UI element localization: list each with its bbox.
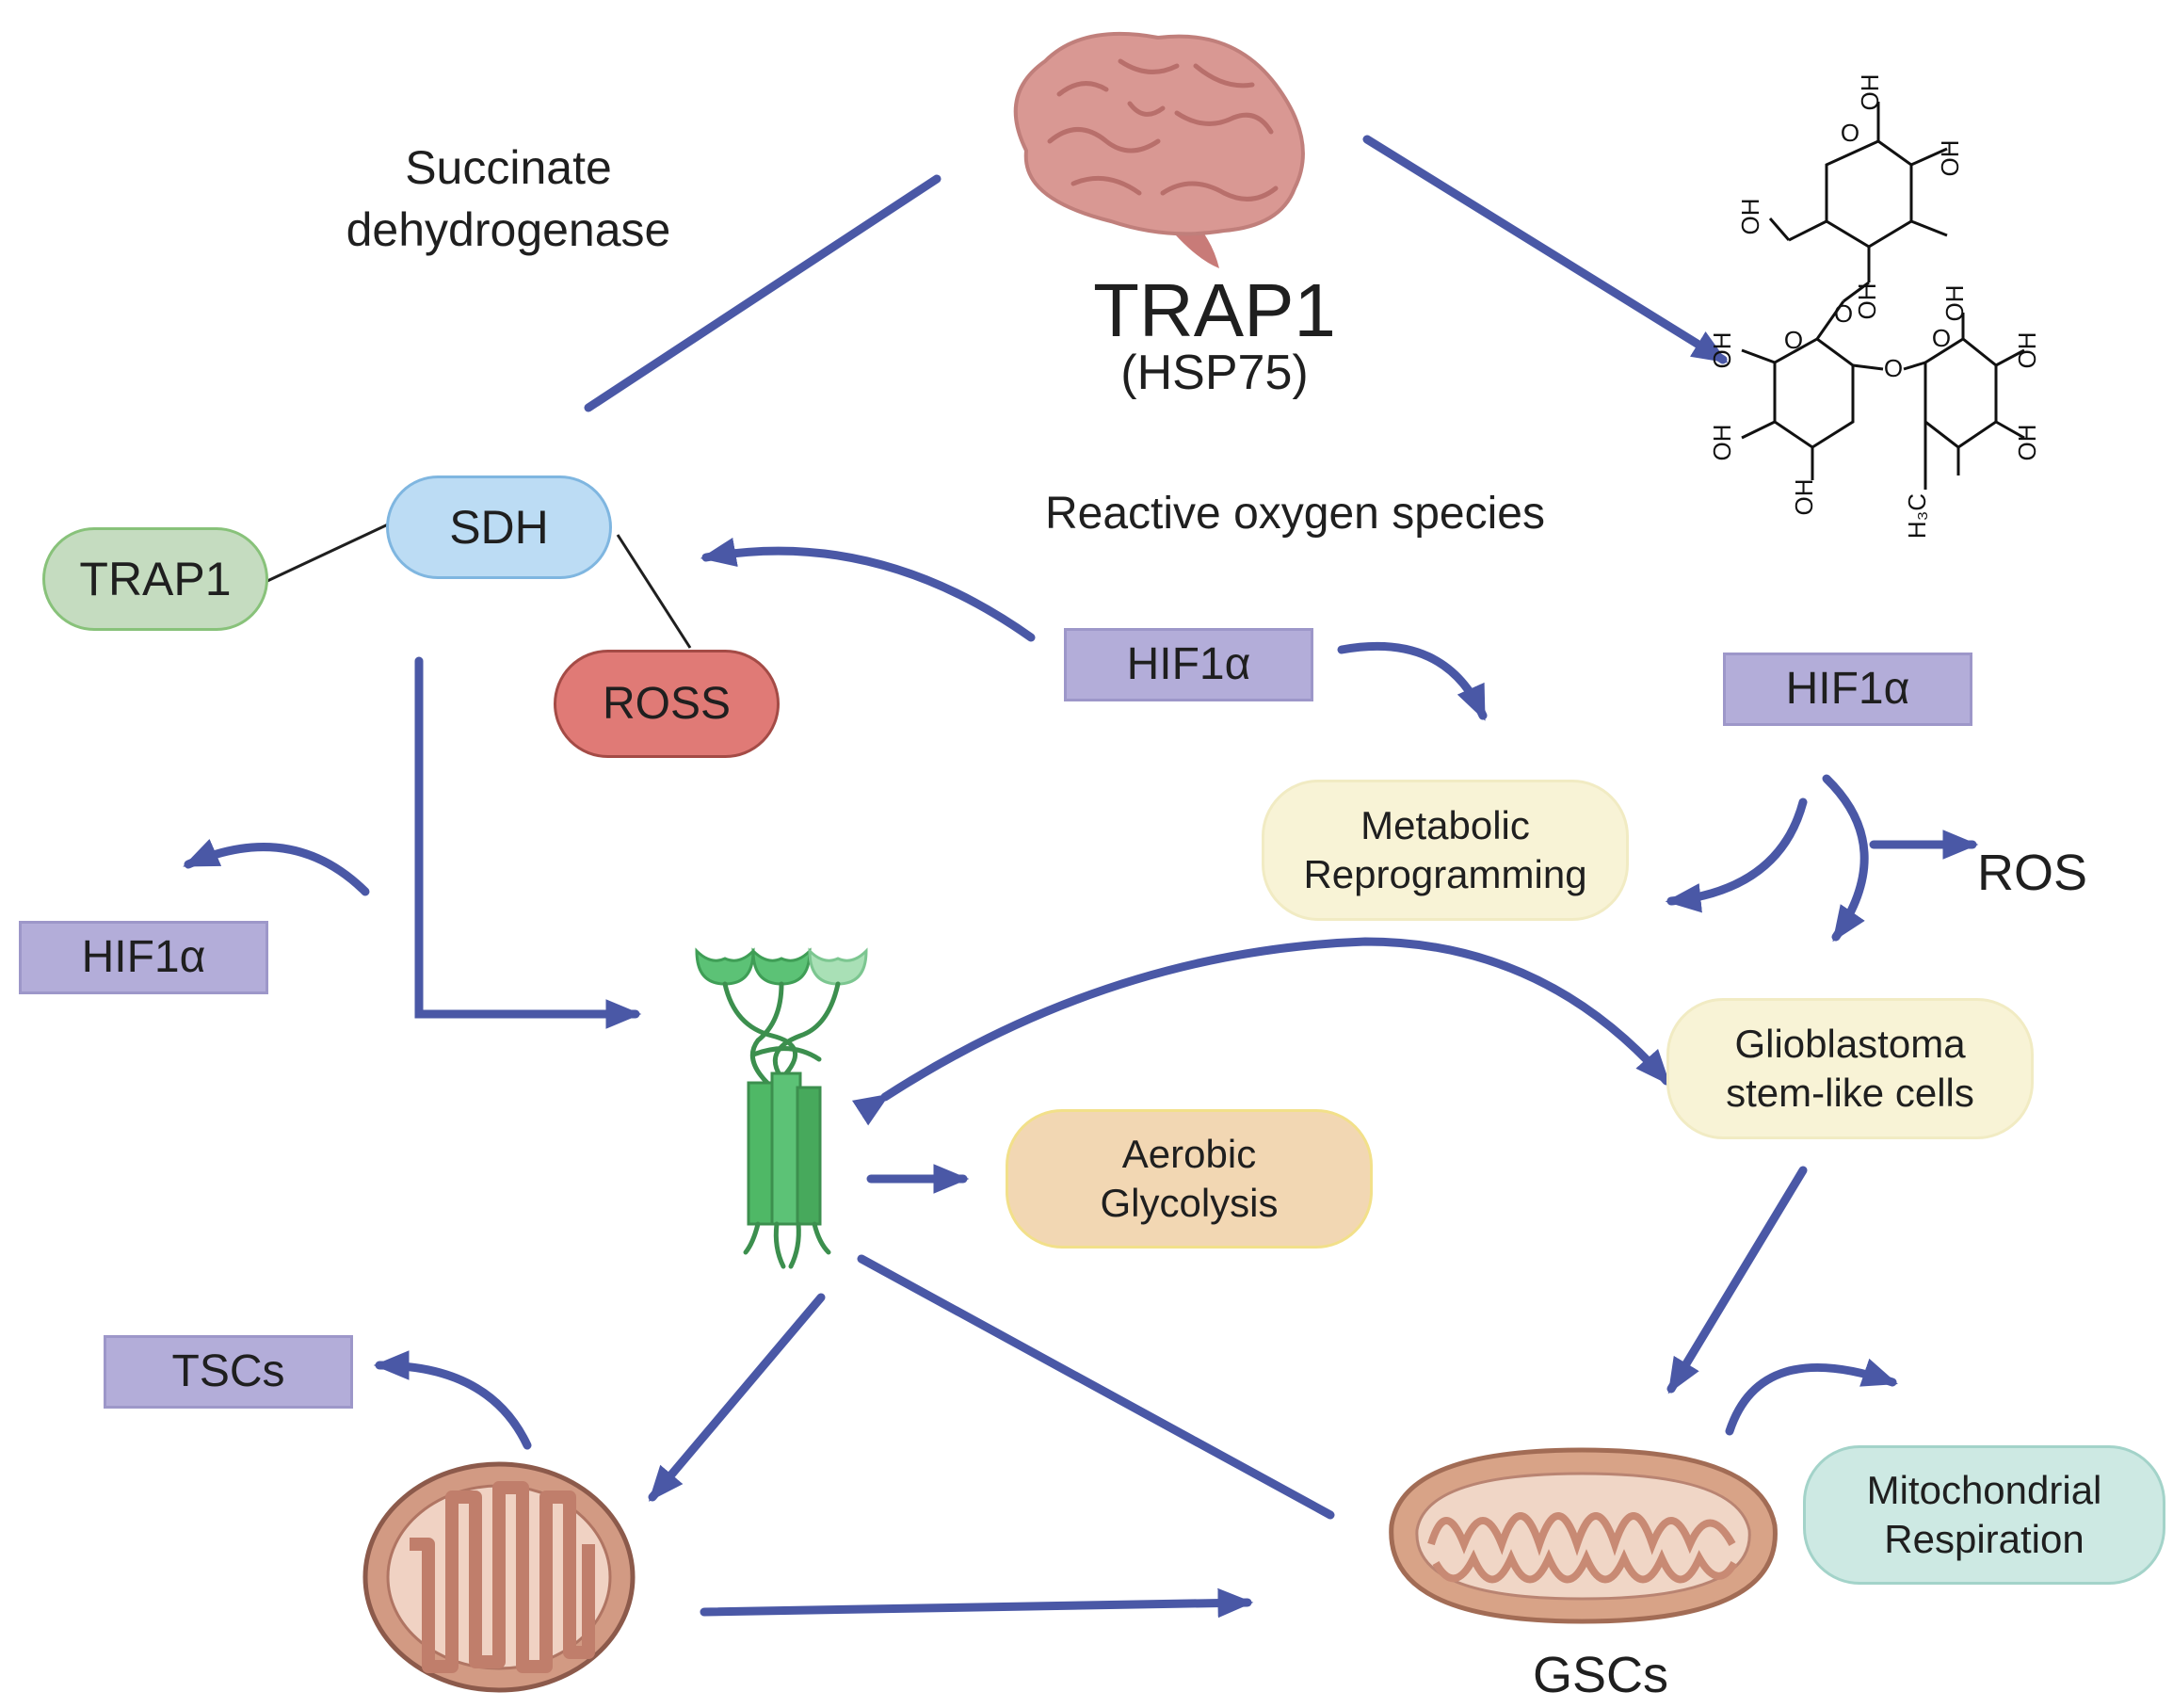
- label-succinate-line2: dehydrogenase: [346, 203, 671, 256]
- node-trap1: TRAP1: [42, 527, 268, 631]
- arrow-hif1a-right-to-glioblastoma: [1822, 774, 1869, 943]
- line-trap1-sdh: [266, 523, 389, 583]
- molecule-oh: OH: [1708, 332, 1736, 369]
- label-reactive-oxygen-species: Reactive oxygen species: [1045, 489, 1545, 539]
- node-hif1a-right: HIF1α: [1723, 653, 1972, 726]
- arrow-receptor-glioblastoma: [851, 937, 1671, 1126]
- arrow-trap1-to-sugar: [1362, 135, 1729, 364]
- arrow-receptor-to-mitochondrion: [648, 1293, 826, 1502]
- arrow-hif1a-to-metabolic: [1337, 641, 1488, 721]
- arrow-mitochondrion-to-gscs: [700, 1587, 1254, 1619]
- arrow-hif1a-to-sdh: [700, 537, 1036, 642]
- line-receptor-to-gscs: [857, 1254, 1335, 1520]
- molecule-h3c: H₃C: [1903, 493, 1931, 539]
- node-sdh: SDH: [386, 475, 612, 579]
- molecule-oh: OH: [1736, 199, 1764, 235]
- node-aerobic-line2: Glycolysis: [1100, 1181, 1279, 1225]
- node-hif1a-center: HIF1α: [1064, 628, 1313, 701]
- line-sdh-ross: [616, 534, 692, 649]
- molecule-oh: OH: [1856, 74, 1884, 111]
- node-tscs: TSCs: [104, 1335, 353, 1409]
- molecule-labels: OH OH OH OH OH OH OH OH OH OH O O O O O …: [1708, 74, 2041, 540]
- arrow-gscs-to-mito-resp: [1725, 1358, 1898, 1436]
- arrow-glioblastoma-to-gscs: [1666, 1166, 1808, 1394]
- arrow-hif1a-right-to-metabolic: [1665, 798, 1808, 913]
- node-mito-resp-line1: Mitochondrial: [1866, 1467, 2102, 1512]
- page-title: TRAP1: [1093, 268, 1336, 352]
- page-subtitle: (HSP75): [1120, 346, 1309, 400]
- molecule-o: O: [1932, 324, 1951, 352]
- node-aerobic-line1: Aerobic: [1121, 1131, 1257, 1176]
- mitochondrion-icon: [362, 1461, 636, 1693]
- molecule-oh: OH: [2013, 332, 2041, 369]
- node-metabolic-reprogramming: Metabolic Reprogramming: [1262, 780, 1629, 921]
- node-metabolic-line2: Reprogramming: [1303, 852, 1587, 896]
- molecule-oh: OH: [1936, 140, 1964, 177]
- arrow-sdh-to-receptor: [414, 656, 642, 1029]
- line-trap1-to-sdh: [584, 174, 942, 412]
- mitochondrion-icon: [1389, 1447, 1778, 1624]
- node-glioblastoma-line2: stem-like cells: [1726, 1071, 1974, 1115]
- label-succinate: Succinate dehydrogenase: [301, 137, 716, 261]
- node-glioblastoma-line1: Glioblastoma: [1734, 1021, 1966, 1066]
- arrow-mitochondrion-to-tscs: [373, 1350, 532, 1450]
- molecule-o: O: [1841, 119, 1859, 147]
- molecule-o: O: [1834, 299, 1853, 328]
- molecule-oh: OH: [1853, 283, 1881, 320]
- node-glioblastoma: Glioblastoma stem-like cells: [1666, 998, 2034, 1139]
- node-mitochondrial-respiration: Mitochondrial Respiration: [1803, 1445, 2165, 1585]
- node-metabolic-line1: Metabolic: [1360, 802, 1530, 847]
- molecule-oh: OH: [1790, 479, 1818, 516]
- molecule-oh: OH: [2013, 425, 2041, 461]
- label-gscs: GSCs: [1532, 1647, 1669, 1703]
- molecule-oh: OH: [1940, 285, 1969, 322]
- node-aerobic-glycolysis: Aerobic Glycolysis: [1006, 1109, 1373, 1249]
- node-hif1a-left: HIF1α: [19, 921, 268, 994]
- molecule-o: O: [1784, 326, 1803, 354]
- arrow-to-hif1a-left: [183, 838, 370, 896]
- brain-icon: [1013, 31, 1305, 268]
- receptor-protein-icon: [695, 947, 868, 1269]
- label-succinate-line1: Succinate: [405, 141, 612, 194]
- node-mito-resp-line2: Respiration: [1884, 1517, 2084, 1561]
- molecule-o: O: [1884, 354, 1903, 382]
- label-ros: ROS: [1977, 845, 2088, 901]
- molecule-oh: OH: [1708, 425, 1736, 461]
- disaccharide-molecule-icon: [1741, 102, 2025, 490]
- node-ross: ROSS: [554, 650, 780, 758]
